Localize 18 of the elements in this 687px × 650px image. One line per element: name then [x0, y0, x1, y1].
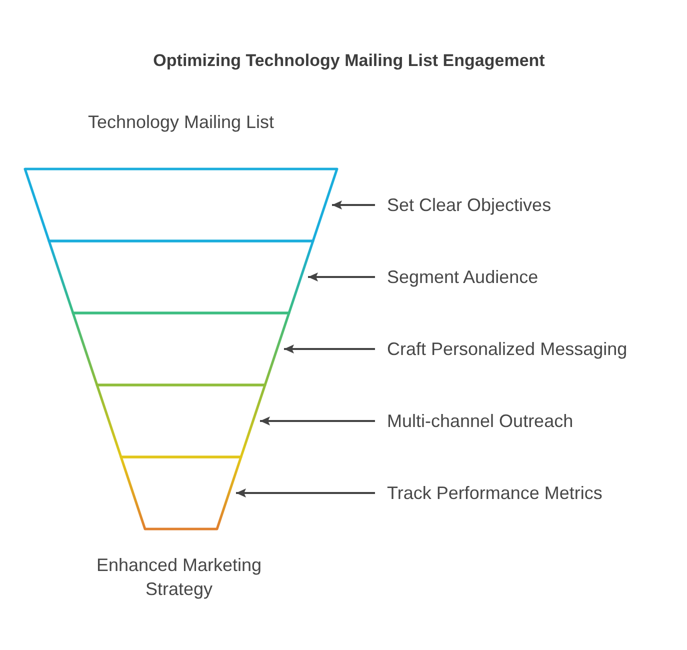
step-label: Craft Personalized Messaging: [387, 338, 628, 360]
step-label: Multi-channel Outreach: [387, 410, 574, 432]
arrow: [308, 272, 375, 282]
arrow: [236, 488, 375, 498]
arrow: [284, 344, 375, 354]
arrow: [332, 200, 375, 210]
funnel-segment: [47, 239, 315, 315]
funnel-segment: [23, 167, 339, 243]
funnel-segment: [71, 311, 291, 387]
funnel-segment: [119, 455, 243, 531]
arrow: [260, 416, 375, 426]
funnel-top-label: Technology Mailing List: [88, 111, 274, 134]
step-label: Segment Audience: [387, 266, 538, 288]
diagram-title: Optimizing Technology Mailing List Engagement: [153, 51, 545, 71]
funnel-bottom-label: Enhanced Marketing Strategy: [95, 554, 263, 601]
step-label: Set Clear Objectives: [387, 194, 552, 216]
step-label: Track Performance Metrics: [387, 482, 602, 504]
funnel-segment: [95, 383, 267, 459]
